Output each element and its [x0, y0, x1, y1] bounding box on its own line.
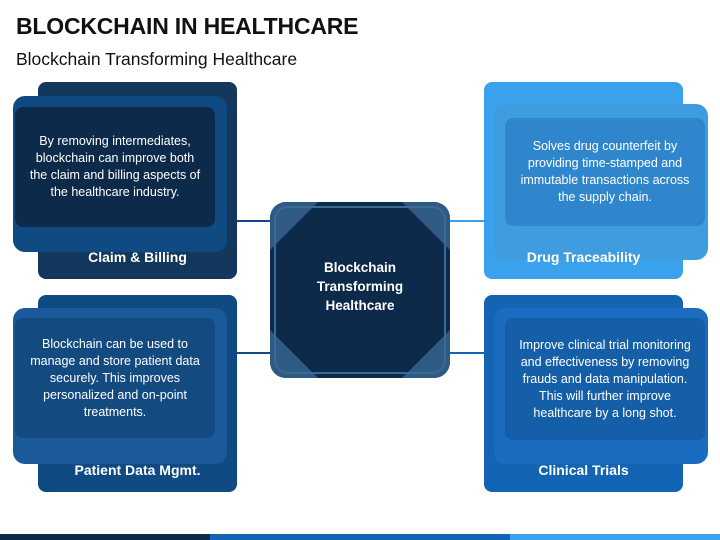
center-inner-border [274, 206, 446, 374]
card-label: Claim & Billing [88, 249, 187, 265]
page-subtitle: Blockchain Transforming Healthcare [16, 49, 298, 69]
connector-top-left [236, 220, 272, 222]
connector-top-right [448, 220, 486, 222]
connector-bottom-right [448, 352, 486, 354]
bottom-bar-dark [0, 534, 210, 540]
card-description: Improve clinical trial monitoring and ef… [519, 337, 691, 420]
center-text: Blockchain Transforming Healthcare [316, 260, 404, 313]
card-front: Solves drug counterfeit by providing tim… [505, 118, 705, 226]
bottom-bar-light [510, 534, 720, 540]
page-title: BLOCKCHAIN IN HEALTHCARE [16, 13, 359, 39]
center-hub: Blockchain Transforming Healthcare [270, 202, 450, 378]
card-description: Solves drug counterfeit by providing tim… [520, 139, 690, 204]
card-front: By removing intermediates, blockchain ca… [15, 107, 215, 227]
card-front: Blockchain can be used to manage and sto… [15, 318, 215, 438]
card-label: Drug Traceability [526, 249, 641, 265]
bottom-bar-mid [210, 534, 510, 540]
connector-bottom-left [236, 352, 272, 354]
card-description: By removing intermediates, blockchain ca… [29, 134, 201, 199]
card-label: Clinical Trials [538, 462, 629, 478]
card-label: Patient Data Mgmt. [74, 462, 201, 478]
card-front: Improve clinical trial monitoring and ef… [505, 318, 705, 440]
card-description: Blockchain can be used to manage and sto… [30, 336, 200, 419]
